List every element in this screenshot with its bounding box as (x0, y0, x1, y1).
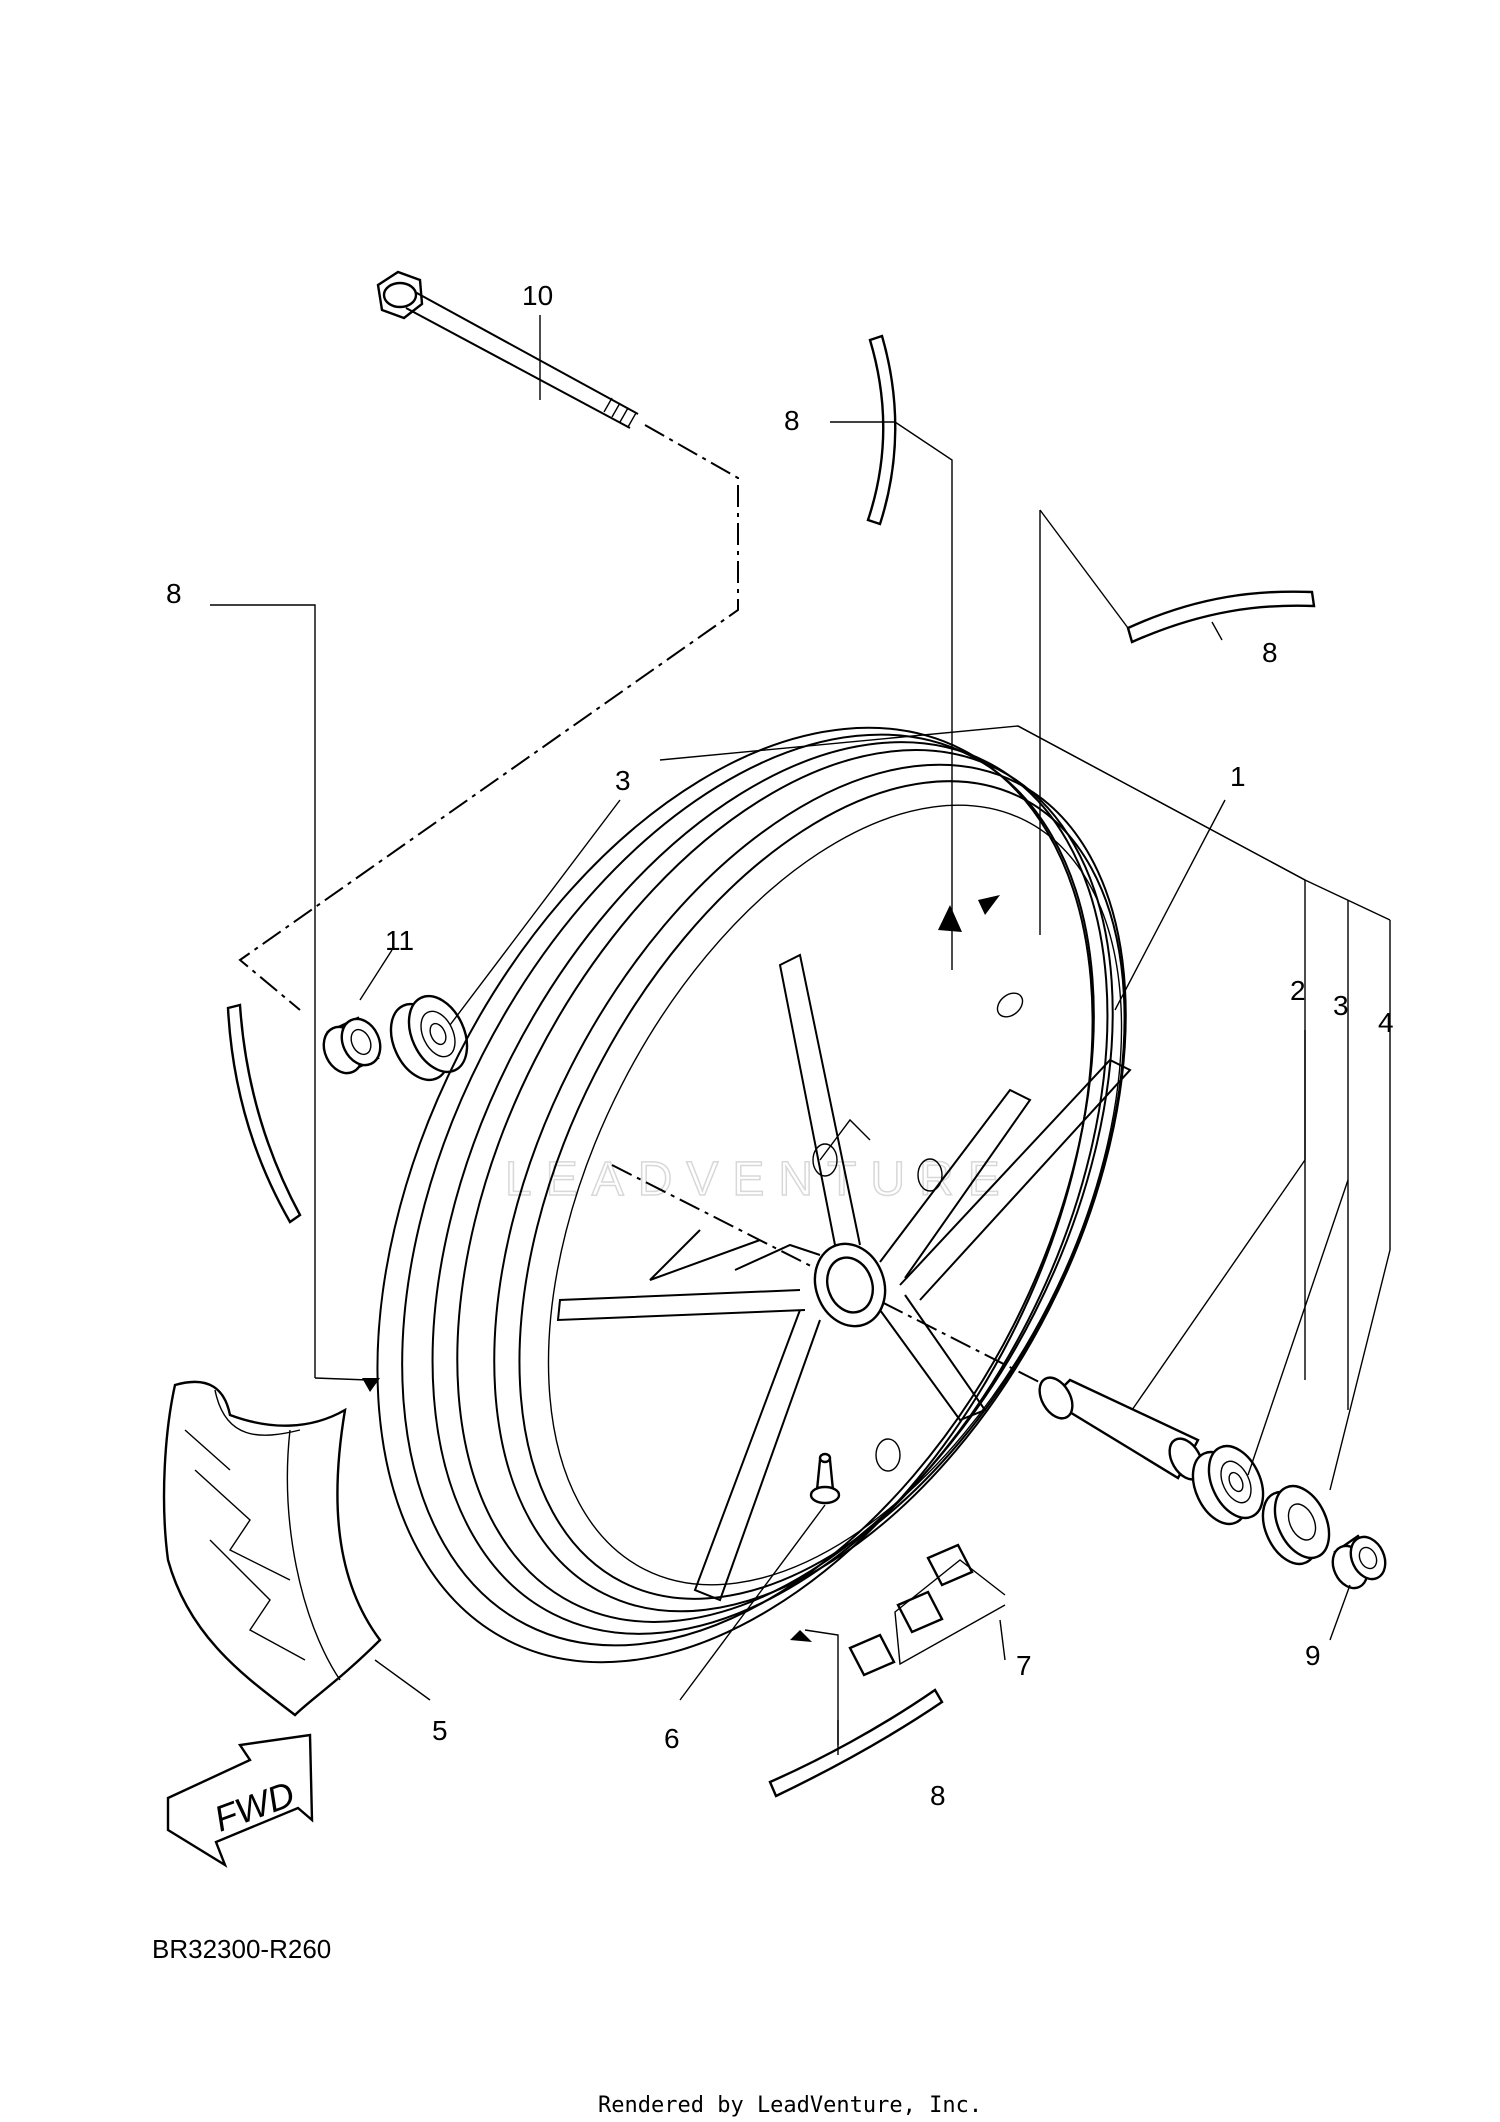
tire-valve[interactable] (809, 1452, 841, 1505)
callout-7: 7 (1016, 1650, 1032, 1681)
forward-direction-arrow: FWD (166, 1733, 314, 1868)
tire-section[interactable] (162, 1380, 382, 1717)
callout-8-top: 8 (784, 405, 800, 436)
leader-lines (210, 315, 1391, 1755)
callout-3-right: 3 (1333, 990, 1349, 1021)
left-bearing[interactable] (380, 987, 479, 1089)
callout-8-right: 8 (1262, 637, 1278, 668)
callout-8-left: 8 (166, 578, 182, 609)
callout-4: 4 (1378, 1007, 1394, 1038)
rim-tape-right[interactable] (1126, 590, 1316, 644)
rim-tape-left[interactable] (226, 1003, 302, 1224)
arrow-marks (362, 895, 1000, 1642)
callout-8-bottom: 8 (930, 1780, 946, 1811)
axle-bolt[interactable] (376, 270, 639, 429)
diagram-code: BR32300-R260 (152, 1934, 331, 1964)
rim-tape-bottom[interactable] (768, 1688, 944, 1798)
callout-9: 9 (1305, 1640, 1321, 1671)
callout-5: 5 (432, 1715, 448, 1746)
callout-11: 11 (385, 925, 414, 956)
callout-10: 10 (522, 280, 553, 311)
callout-6: 6 (664, 1723, 680, 1754)
callout-2: 2 (1290, 975, 1306, 1006)
callout-1: 1 (1230, 761, 1246, 792)
wheel-collar[interactable] (1033, 1372, 1209, 1485)
callout-3-left: 3 (615, 765, 631, 796)
axle-centerline (238, 424, 739, 1011)
footer-credit: Rendered by LeadVenture, Inc. (598, 2093, 982, 2118)
wheel-hub-and-spokes (556, 953, 1132, 1602)
spacer[interactable] (1326, 1531, 1392, 1593)
balance-weights[interactable] (848, 1543, 974, 1677)
callouts: 10 8 8 1 3 11 2 3 4 8 9 7 5 6 8 (166, 280, 1394, 1811)
rim-tape-top[interactable] (866, 334, 897, 526)
right-bearing[interactable] (1182, 1437, 1274, 1532)
collar[interactable] (317, 1013, 388, 1080)
oil-seal[interactable] (1252, 1477, 1340, 1572)
wheel-rim[interactable] (232, 609, 1256, 1781)
